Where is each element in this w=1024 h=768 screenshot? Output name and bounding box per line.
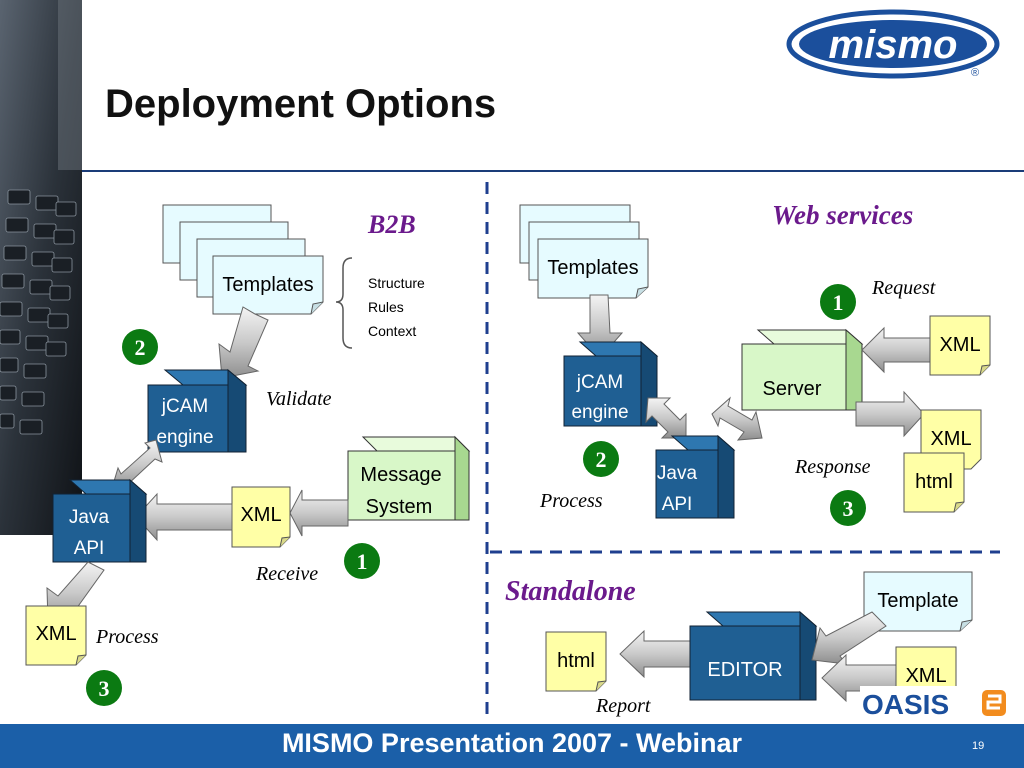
ws-arrow-request: [861, 326, 931, 374]
ws-java-line1: Java: [657, 463, 698, 484]
slide-number: 19: [972, 740, 985, 752]
b2b-step-3-badge: [86, 670, 122, 706]
ws-step-2-badge: [583, 441, 619, 477]
title-divider: [82, 170, 1024, 172]
b2b-xml-out-doc: [25, 605, 87, 666]
b2b-arrow-templates-to-jcam: [218, 306, 269, 379]
ws-xml-response-label: XML: [930, 428, 971, 450]
ws-template-stack: [519, 204, 649, 299]
brace: [335, 257, 353, 349]
ws-arrow-response: [855, 390, 925, 438]
sa-arrow-template-to-editor: [811, 611, 887, 665]
sa-editor-label: EDITOR: [707, 659, 782, 681]
ws-jcam-line2: engine: [571, 402, 628, 423]
ws-html-response-label: html: [915, 471, 953, 493]
b2b-arrow-message-to-xml: [289, 489, 349, 537]
ws-step-1: 1: [833, 290, 844, 315]
ws-step-3: 3: [843, 496, 854, 521]
sa-arrow-editor-to-html: [619, 629, 691, 679]
ws-process-label: Process: [539, 490, 603, 512]
b2b-heading: B2B: [367, 210, 416, 239]
b2b-xml-in-doc: [231, 486, 291, 548]
ws-server: [741, 328, 864, 411]
mismo-logo-text: mismo: [829, 23, 958, 67]
ws-server-label: Server: [763, 378, 822, 400]
b2b-message-line1: Message: [360, 464, 441, 486]
sa-template-label: Template: [877, 590, 958, 612]
sa-xml-label: XML: [905, 665, 946, 687]
ws-step-3-badge: [830, 490, 866, 526]
ws-step-1-badge: [820, 284, 856, 320]
brace-item-rules: Rules: [368, 299, 404, 315]
web-services-heading: Web services: [772, 200, 913, 230]
brace-item-context: Context: [368, 323, 416, 339]
ws-xml-request-doc: [929, 315, 991, 376]
b2b-xml-out-label: XML: [35, 623, 76, 645]
sa-report-label: Report: [595, 695, 651, 717]
b2b-validate-label: Validate: [266, 388, 332, 410]
ws-jcam-engine: [563, 340, 659, 427]
b2b-xml-in-label: XML: [240, 504, 281, 526]
b2b-templates-label: Templates: [222, 274, 313, 296]
b2b-step-2-badge: [122, 329, 158, 365]
b2b-process-label: Process: [95, 626, 159, 648]
b2b-step-1: 1: [357, 549, 368, 574]
oasis-logo-text: OASIS: [862, 689, 949, 720]
ws-java-api: [655, 434, 736, 519]
oasis-logo: OASIS: [860, 686, 1010, 720]
ws-step-2: 2: [596, 447, 607, 472]
ws-request-label: Request: [871, 277, 936, 299]
b2b-step-1-badge: [344, 543, 380, 579]
b2b-jcam-line1: jCAM: [161, 396, 208, 417]
sa-html-label: html: [557, 650, 595, 672]
b2b-message-system: [347, 435, 471, 521]
b2b-step-2: 2: [135, 335, 146, 360]
b2b-step-3: 3: [99, 676, 110, 701]
footer-bar: [0, 724, 1024, 768]
standalone-heading: Standalone: [505, 576, 636, 607]
b2b-message-line2: System: [366, 496, 433, 518]
brace-item-structure: Structure: [368, 275, 425, 291]
b2b-java-line1: Java: [69, 507, 110, 528]
ws-html-response-doc: [903, 452, 965, 513]
ws-templates-label: Templates: [547, 257, 638, 279]
page-title: Deployment Options: [105, 82, 497, 126]
ws-xml-request-label: XML: [939, 334, 980, 356]
ws-jcam-line1: jCAM: [576, 372, 623, 393]
b2b-java-api: [52, 478, 148, 563]
sa-editor-box: [689, 610, 818, 701]
b2b-jcam-line2: engine: [156, 427, 213, 448]
b2b-receive-label: Receive: [255, 563, 318, 585]
registered-mark: ®: [971, 67, 979, 79]
keyboard-photo: [0, 0, 82, 535]
b2b-arrow-xml-to-java: [135, 492, 233, 542]
ws-response-label: Response: [794, 456, 871, 478]
ws-java-line2: API: [662, 494, 693, 515]
b2b-java-line2: API: [74, 538, 105, 559]
ws-arrow-java-server: [711, 396, 763, 441]
mismo-logo: mismo ®: [786, 9, 1000, 79]
b2b-template-stack: [162, 204, 324, 315]
footer-title: MISMO Presentation 2007 - Webinar: [281, 728, 743, 758]
b2b-jcam-engine: [147, 368, 248, 453]
sa-html-doc: [545, 631, 607, 692]
